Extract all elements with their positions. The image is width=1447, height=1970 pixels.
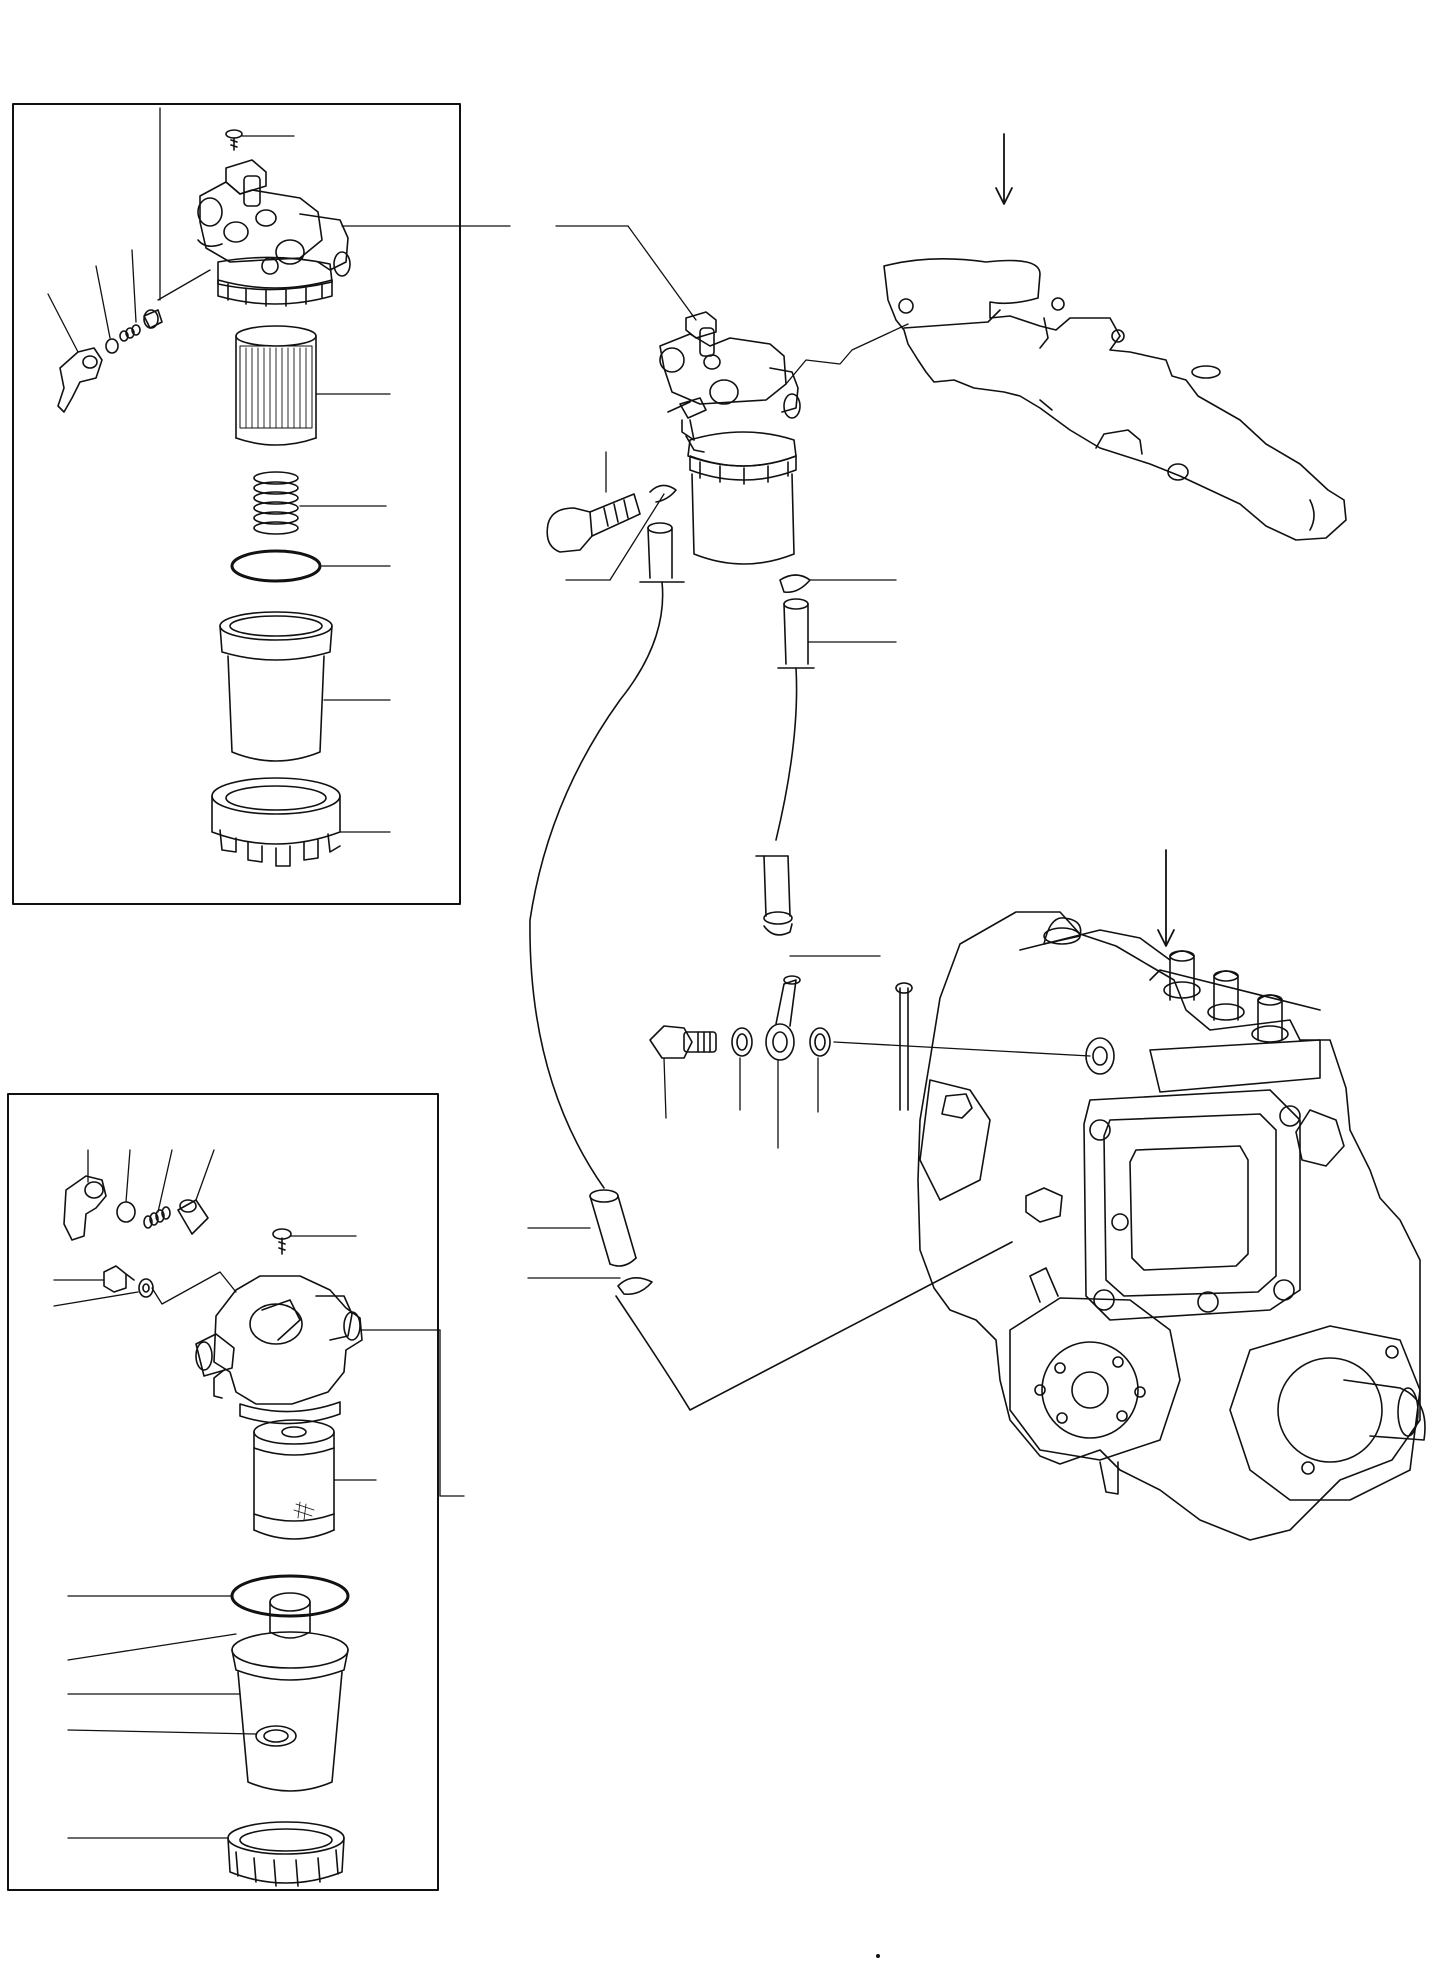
bleed-screw-part <box>104 1266 134 1292</box>
spring-part <box>254 472 298 534</box>
o-ring-large-part-2 <box>232 1576 348 1616</box>
hose-clamp-lower <box>756 856 792 935</box>
leader-lines-main <box>528 226 1090 1278</box>
element-part <box>236 326 316 445</box>
retaining-ring-part <box>212 778 340 866</box>
o-ring-part-2 <box>117 1202 135 1222</box>
filter-bowl-part <box>220 612 332 761</box>
pipe-right <box>778 599 814 668</box>
hose-clamp-left <box>650 485 676 502</box>
screw-part <box>226 130 242 150</box>
pipe-lower-left <box>590 1190 652 1294</box>
spring-small-part-2 <box>144 1207 170 1228</box>
fuel-hose <box>530 582 1012 1410</box>
washer-part <box>732 1028 752 1056</box>
detail-box-top <box>13 104 510 904</box>
washer-part-2 <box>139 1279 153 1297</box>
screw-part-2 <box>273 1229 291 1254</box>
detail-frame-top <box>13 104 460 904</box>
bracket-part <box>884 259 1346 540</box>
eye-bolt-part <box>547 494 640 552</box>
arrow-indicator-top <box>996 134 1012 204</box>
plug-part <box>144 310 162 328</box>
detail-box-bottom <box>8 1094 464 1890</box>
injection-pump-part <box>896 912 1425 1540</box>
speck-dot <box>877 1955 879 1957</box>
banjo-fitting-part <box>766 976 800 1060</box>
leader-lines-bottom <box>54 1150 464 1838</box>
filter-bowl-part-2 <box>232 1593 348 1791</box>
washer-2-part <box>810 1028 830 1056</box>
element-part-2 <box>254 1420 334 1539</box>
o-ring-part <box>106 339 118 353</box>
filter-head-part <box>198 160 350 306</box>
retaining-ring-part-2 <box>228 1822 344 1886</box>
fuel-filter-assembly <box>660 312 800 564</box>
plug-part-2 <box>178 1200 208 1234</box>
cock-lever-part <box>58 348 102 412</box>
leader-lines-top <box>48 108 510 832</box>
spring-small-part <box>120 325 140 341</box>
arrow-indicator-pump <box>1158 850 1174 946</box>
o-ring-large-part <box>232 551 320 581</box>
hose-clamp-right <box>780 575 810 592</box>
pipe-left <box>640 523 684 582</box>
detail-frame-bottom <box>8 1094 438 1890</box>
cock-lever-part-2 <box>64 1176 106 1240</box>
main-assembly <box>528 134 1425 1540</box>
filter-head-part-2 <box>196 1276 362 1424</box>
banjo-bolt-part <box>650 1026 716 1058</box>
